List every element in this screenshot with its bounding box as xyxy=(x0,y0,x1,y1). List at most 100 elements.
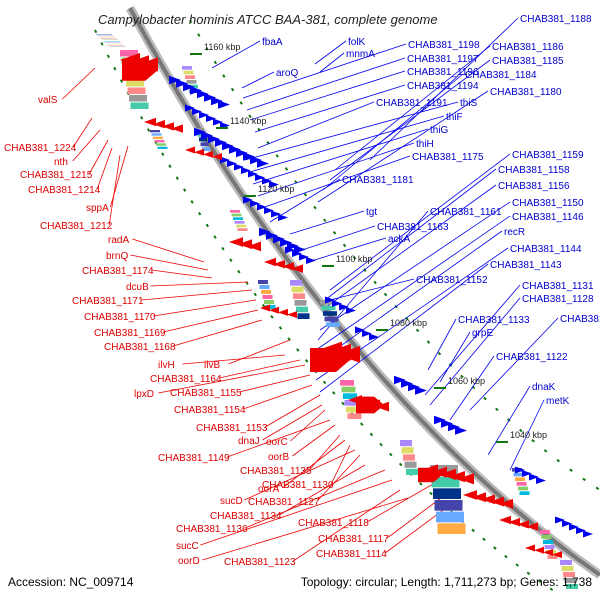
gene-label-sppA[interactable]: sppA xyxy=(86,203,109,214)
gene-label-CHAB381_1214[interactable]: CHAB381_1214 xyxy=(28,185,101,196)
gene-arrow-fwd xyxy=(176,79,188,88)
gene-label-CHAB381_1133[interactable]: CHAB381_1133 xyxy=(458,315,530,326)
gene-label-dcuB[interactable]: dcuB xyxy=(126,282,149,293)
gene-label-CHAB381_1127[interactable]: CHAB381_1127 xyxy=(248,497,320,508)
gene-label-oorC[interactable]: oorC xyxy=(266,437,288,448)
gene-label-nth[interactable]: nth xyxy=(54,157,68,168)
feature-block xyxy=(233,217,243,220)
gene-label-CHAB381_1163[interactable]: CHAB381_1163 xyxy=(377,222,449,233)
gene-label-CHAB381_1184[interactable]: CHAB381_1184 xyxy=(465,70,537,81)
gene-label-CHAB381_1185[interactable]: CHAB381_1185 xyxy=(492,56,564,67)
gene-label-CHAB381_1156[interactable]: CHAB381_1156 xyxy=(498,181,570,192)
gene-label-CHAB381_1118[interactable]: CHAB381_1118 xyxy=(298,518,369,529)
gene-label-CHAB381_1123[interactable]: CHAB381_1123 xyxy=(224,557,296,568)
gene-label-aroQ[interactable]: aroQ xyxy=(276,68,298,79)
gene-label-CHAB381_1131[interactable]: CHAB381_1131 xyxy=(522,281,594,292)
gene-label-CHAB381_1198[interactable]: CHAB381_1198 xyxy=(408,40,480,51)
gene-label-oorB[interactable]: oorB xyxy=(268,452,289,463)
gene-label-CHAB381_1136[interactable]: CHAB381_1136 xyxy=(176,524,248,535)
gene-label-grpE[interactable]: grpE xyxy=(472,328,493,339)
gene-label-lpxD[interactable]: lpxD xyxy=(134,389,154,400)
gene-label-CHAB381_1215[interactable]: CHAB381_1215 xyxy=(20,170,93,181)
gene-label-CHAB381_1197[interactable]: CHAB381_1197 xyxy=(407,54,479,65)
gene-label-sucD[interactable]: sucD xyxy=(220,496,243,507)
gene-label-CHAB381_1132[interactable]: CHAB381_1132 xyxy=(560,314,600,325)
gene-label-valS[interactable]: valS xyxy=(38,95,58,106)
gene-label-CHAB381_1161[interactable]: CHAB381_1161 xyxy=(430,207,502,218)
gene-label-fbaA[interactable]: fbaA xyxy=(262,37,283,48)
gene-label-thiF[interactable]: thiF xyxy=(446,112,463,123)
gene-label-tgt[interactable]: tgt xyxy=(366,207,377,218)
gene-label-CHAB381_1168[interactable]: CHAB381_1168 xyxy=(104,342,176,353)
gene-label-ilvH[interactable]: ilvH xyxy=(158,360,175,371)
gene-label-CHAB381_1144[interactable]: CHAB381_1144 xyxy=(510,244,582,255)
gene-label-ackA[interactable]: ackA xyxy=(388,234,411,245)
gene-label-brnQ[interactable]: brnQ xyxy=(106,251,128,262)
gene-label-metK[interactable]: metK xyxy=(546,396,570,407)
feature-block xyxy=(231,213,242,217)
gene-label-CHAB381_1158[interactable]: CHAB381_1158 xyxy=(498,165,570,176)
gene-label-CHAB381_1159[interactable]: CHAB381_1159 xyxy=(512,150,584,161)
label-line-fwd xyxy=(324,168,497,301)
gene-label-sucC[interactable]: sucC xyxy=(176,541,199,552)
gene-label-CHAB381_1186[interactable]: CHAB381_1186 xyxy=(492,42,564,53)
gene-label-CHAB381_1143[interactable]: CHAB381_1143 xyxy=(490,260,562,271)
gene-label-CHAB381_1122[interactable]: CHAB381_1122 xyxy=(496,352,568,363)
gene-label-CHAB381_1169[interactable]: CHAB381_1169 xyxy=(94,328,166,339)
gene-label-dnaJ[interactable]: dnaJ xyxy=(238,436,260,447)
gene-label-mnmA[interactable]: mnmA xyxy=(346,49,375,60)
gene-label-oorA[interactable]: oorA xyxy=(258,484,279,495)
gene-label-CHAB381_1196[interactable]: CHAB381_1196 xyxy=(407,67,479,78)
gene-label-CHAB381_1114[interactable]: CHAB381_1114 xyxy=(316,549,387,560)
label-line-fwd xyxy=(289,210,365,235)
gene-label-CHAB381_1154[interactable]: CHAB381_1154 xyxy=(174,405,246,416)
gene-label-ilvB[interactable]: ilvB xyxy=(204,360,220,371)
gene-label-CHAB381_1191[interactable]: CHAB381_1191 xyxy=(376,98,448,109)
feature-block xyxy=(154,140,165,143)
gene-label-CHAB381_1181[interactable]: CHAB381_1181 xyxy=(342,175,414,186)
gene-label-CHAB381_1180[interactable]: CHAB381_1180 xyxy=(490,87,562,98)
gene-arrow-fwd xyxy=(255,174,265,181)
gene-label-CHAB381_1134[interactable]: CHAB381_1134 xyxy=(210,511,282,522)
gene-label-CHAB381_1224[interactable]: CHAB381_1224 xyxy=(4,143,77,154)
gene-arrow-fwd xyxy=(250,155,262,165)
gene-label-recR[interactable]: recR xyxy=(504,227,525,238)
gene-label-CHAB381_1170[interactable]: CHAB381_1170 xyxy=(84,312,156,323)
label-line-fwd xyxy=(469,317,559,411)
feature-block xyxy=(182,66,192,70)
gene-label-CHAB381_1164[interactable]: CHAB381_1164 xyxy=(150,374,222,385)
label-line-rev xyxy=(72,129,101,162)
gene-label-radA[interactable]: radA xyxy=(108,235,129,246)
gene-label-CHAB381_1171[interactable]: CHAB381_1171 xyxy=(72,296,144,307)
gene-label-CHAB381_1135[interactable]: CHAB381_1135 xyxy=(240,466,312,477)
gene-label-CHAB381_1188[interactable]: CHAB381_1188 xyxy=(520,14,592,25)
gene-label-thiH[interactable]: thiH xyxy=(416,139,434,150)
gene-label-CHAB381_1130[interactable]: CHAB381_1130 xyxy=(262,480,334,491)
gene-arrow-rev xyxy=(291,264,303,273)
gene-label-thiG[interactable]: thiG xyxy=(430,125,449,136)
gene-label-CHAB381_1212[interactable]: CHAB381_1212 xyxy=(40,221,113,232)
feature-block xyxy=(566,584,578,589)
gene-label-CHAB381_1175[interactable]: CHAB381_1175 xyxy=(412,152,484,163)
gene-label-CHAB381_1128[interactable]: CHAB381_1128 xyxy=(522,294,594,305)
gene-label-thiS[interactable]: thiS xyxy=(460,98,478,109)
gene-label-dnaK[interactable]: dnaK xyxy=(532,382,556,393)
gene-label-CHAB381_1174[interactable]: CHAB381_1174 xyxy=(82,266,154,277)
gene-label-folK[interactable]: folK xyxy=(348,37,366,48)
label-line-rev xyxy=(243,384,313,410)
feature-block xyxy=(296,306,308,313)
gene-label-CHAB381_1150[interactable]: CHAB381_1150 xyxy=(512,198,584,209)
gene-arrow-fwd xyxy=(441,419,453,428)
gene-arrow-fwd xyxy=(243,152,255,161)
label-line-fwd xyxy=(315,215,511,351)
gene-label-CHAB381_1153[interactable]: CHAB381_1153 xyxy=(196,423,268,434)
gene-label-oorD[interactable]: oorD xyxy=(178,556,200,567)
gene-arrow-rev-large xyxy=(418,467,442,483)
gene-label-CHAB381_1146[interactable]: CHAB381_1146 xyxy=(512,212,584,223)
gene-label-CHAB381_1149[interactable]: CHAB381_1149 xyxy=(158,453,230,464)
gene-label-CHAB381_1152[interactable]: CHAB381_1152 xyxy=(416,275,488,286)
gene-label-CHAB381_1117[interactable]: CHAB381_1117 xyxy=(318,534,389,545)
gene-label-CHAB381_1155[interactable]: CHAB381_1155 xyxy=(170,388,242,399)
gene-label-CHAB381_1194[interactable]: CHAB381_1194 xyxy=(407,81,479,92)
gene-arrows xyxy=(120,53,593,559)
